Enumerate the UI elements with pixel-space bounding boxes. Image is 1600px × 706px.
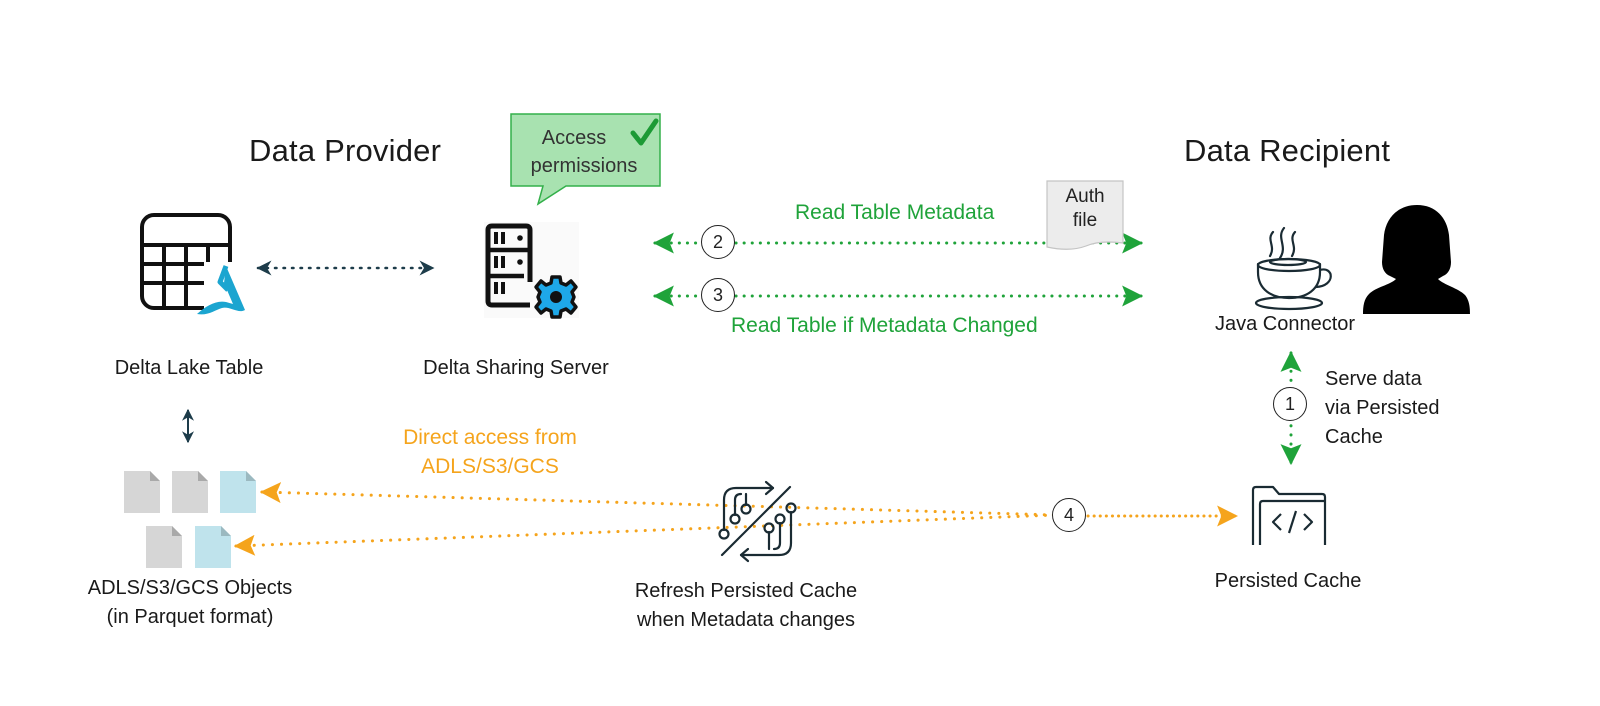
user-avatar-icon: [1363, 205, 1470, 314]
refresh-label-line1: Refresh Persisted Cache: [634, 580, 858, 602]
recipient-title: Data Recipient: [1184, 133, 1391, 168]
server-label: Delta Sharing Server: [423, 357, 609, 379]
provider-title: Data Provider: [249, 133, 442, 168]
persisted-cache-label: Persisted Cache: [1214, 570, 1362, 592]
read-table-label: Read Table if Metadata Changed: [731, 314, 1038, 337]
file-icon: [146, 526, 182, 568]
checkmark-icon: [630, 118, 659, 146]
auth-file-line1: Auth: [1065, 186, 1105, 207]
refresh-label-line2: when Metadata changes: [637, 609, 855, 631]
step-3-badge: 3: [701, 278, 735, 312]
file-icon: [124, 471, 160, 513]
direct-access-line1: Direct access from: [403, 426, 577, 449]
step-4-badge: 4: [1052, 498, 1086, 532]
serve-data-line3: Cache: [1325, 426, 1383, 448]
delta-lake-table-label: Delta Lake Table: [114, 357, 264, 379]
serve-data-line1: Serve data: [1325, 368, 1422, 390]
code-folder-icon: [1251, 485, 1327, 545]
direct-access-arrow-lower: [233, 513, 1057, 556]
access-permissions-bubble: [510, 113, 661, 206]
step-2-badge: 2: [701, 225, 735, 259]
java-coffee-cup-icon: [1254, 226, 1332, 311]
auth-file-line2: file: [1072, 210, 1098, 231]
auth-file-icon: [1046, 180, 1124, 250]
file-icon: [172, 471, 208, 513]
delta-logo-icon: [197, 262, 246, 318]
parquet-files-icon: [124, 471, 256, 568]
java-connector-label: Java Connector: [1214, 313, 1356, 335]
objects-label-line1: ADLS/S3/GCS Objects: [87, 577, 293, 599]
file-icon: [220, 471, 256, 513]
serve-data-line2: via Persisted: [1325, 397, 1440, 419]
read-metadata-label: Read Table Metadata: [795, 201, 995, 224]
gear-icon: [534, 275, 578, 319]
access-permissions-line1: Access: [541, 127, 607, 149]
objects-label-line2: (in Parquet format): [106, 606, 274, 628]
direct-access-arrow-upper: [259, 482, 1057, 517]
refresh-sync-icon: [718, 480, 797, 563]
access-permissions-line2: permissions: [530, 155, 638, 177]
step-1-badge: 1: [1273, 387, 1307, 421]
direct-access-line2: ADLS/S3/GCS: [421, 455, 559, 478]
file-icon: [195, 526, 231, 568]
